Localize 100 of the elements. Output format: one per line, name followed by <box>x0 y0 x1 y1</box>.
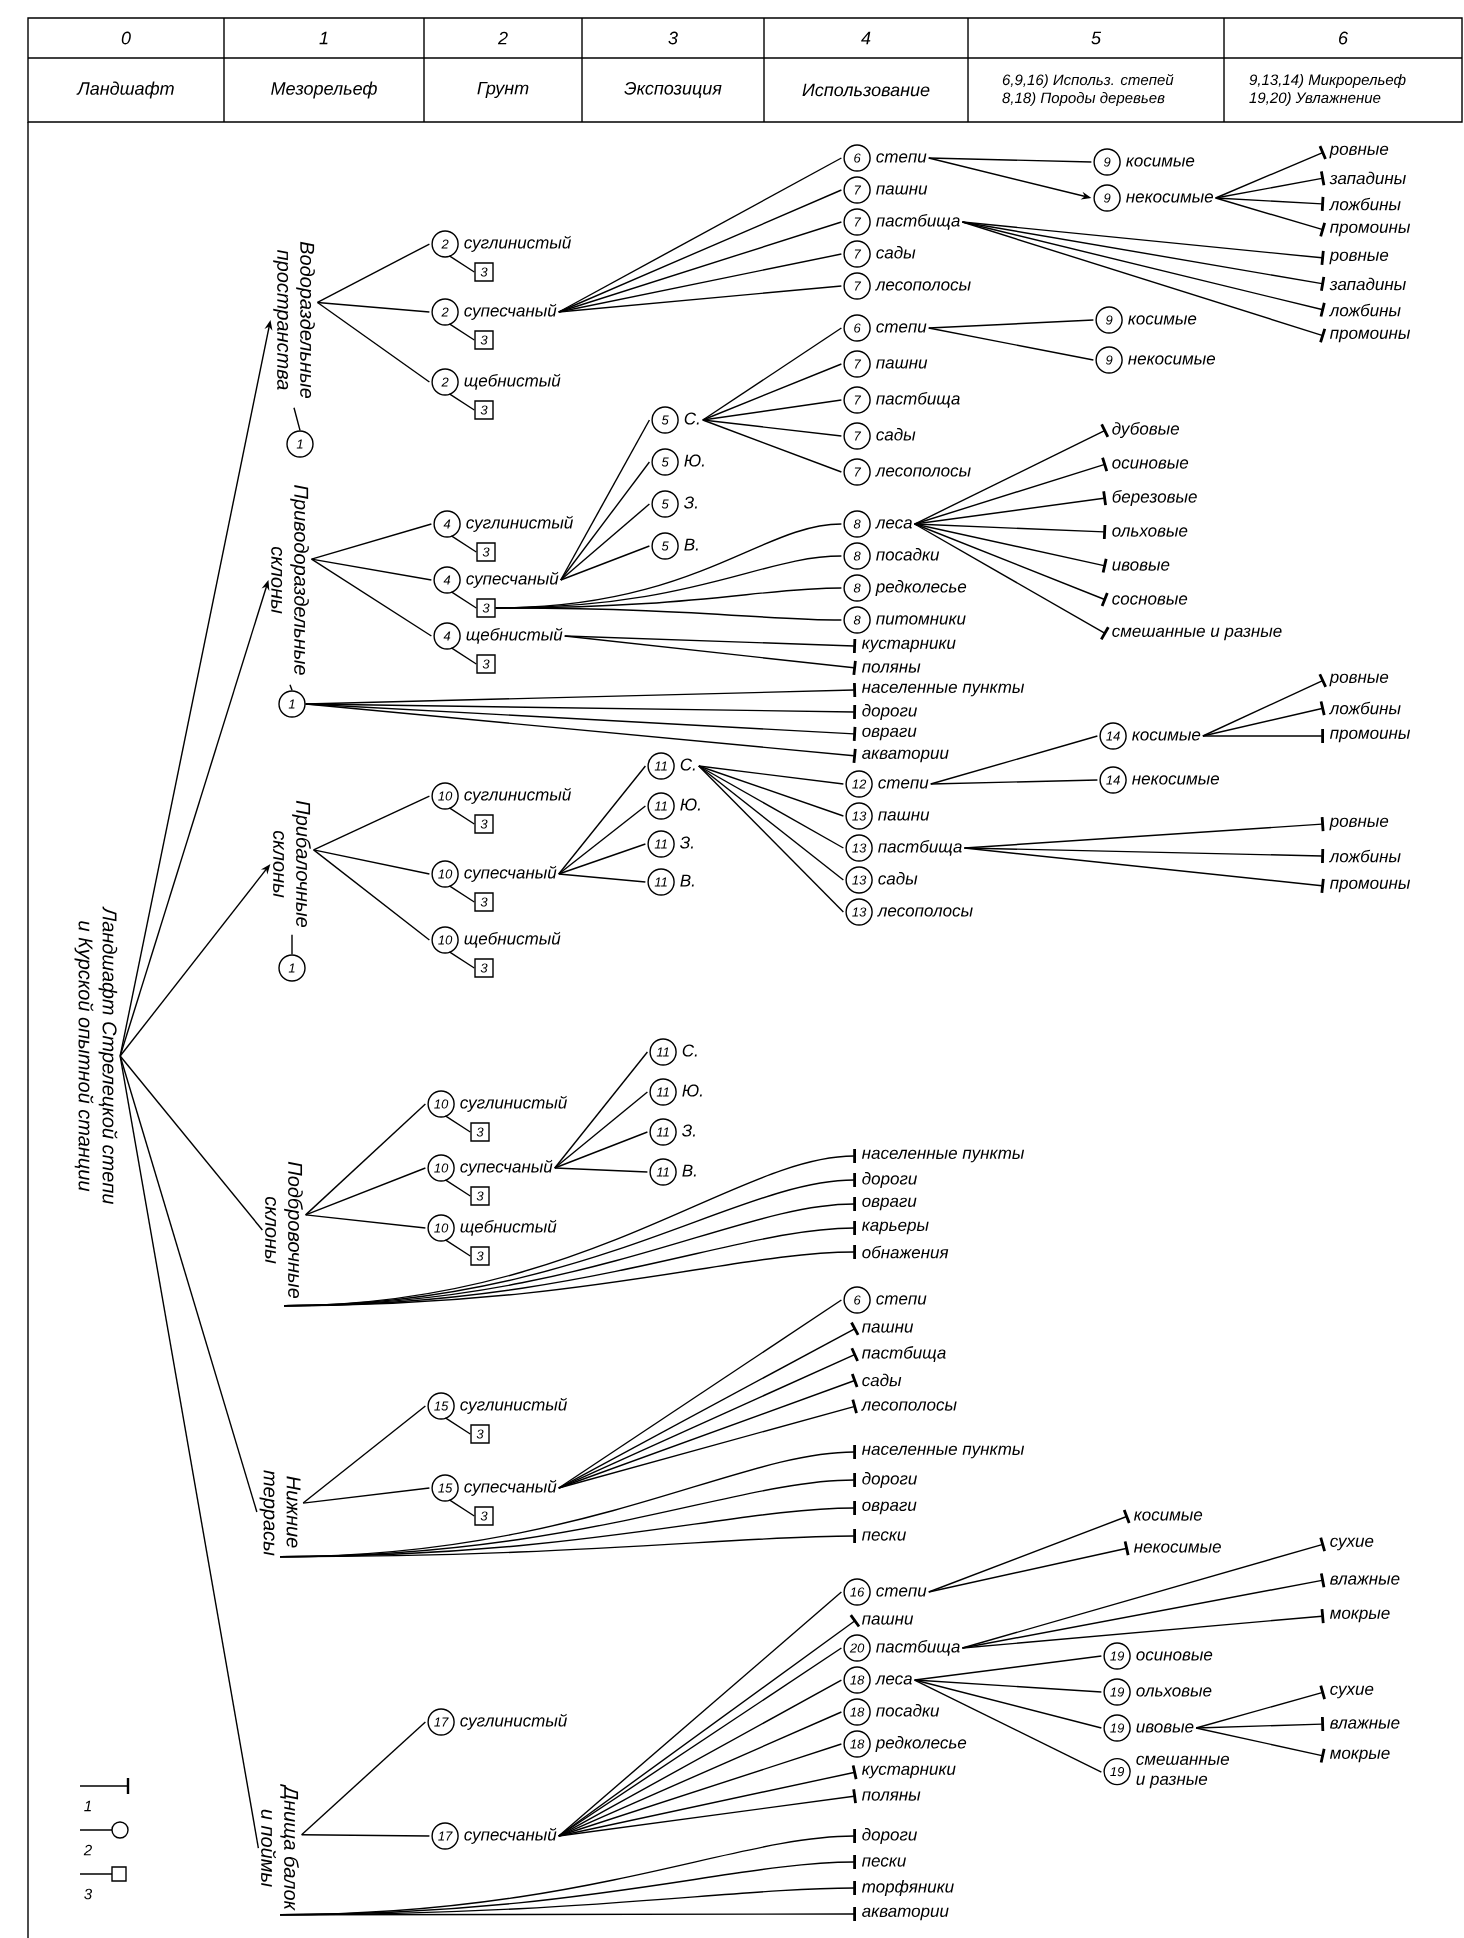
category-label: пашни <box>878 811 930 821</box>
category-label: смешанные и разные <box>1112 627 1282 641</box>
landform-label: Прибалочные склоны <box>273 800 311 928</box>
branch-line <box>450 535 477 553</box>
category-label: пески <box>862 1531 906 1541</box>
bar-ended-line <box>961 221 1326 317</box>
category-label: лесополосы <box>877 907 973 917</box>
bar-ended-line <box>1202 729 1324 743</box>
branch-line <box>554 1091 649 1169</box>
category-label: супесчаный <box>466 571 559 588</box>
bar-ended-line <box>961 221 1326 291</box>
bar-ended-line <box>961 1609 1325 1649</box>
category-label: сосновые <box>1112 595 1188 605</box>
branch-line <box>312 849 431 875</box>
branch-line <box>304 1214 427 1229</box>
branch-line <box>913 1679 1103 1773</box>
category-label: некосимые <box>1134 1543 1221 1553</box>
column-heading: Мезорельеф <box>271 81 377 99</box>
category-label: западины <box>1329 277 1406 291</box>
bar-ended-line <box>913 523 1107 539</box>
category-label: дороги <box>862 1828 917 1844</box>
bar-ended-line <box>564 635 857 675</box>
category-label: степи <box>876 1295 927 1305</box>
category-label: овраги <box>862 727 917 741</box>
branch-line <box>316 301 431 383</box>
category-label: пастбища <box>878 839 962 856</box>
bar-ended-line <box>961 221 1325 265</box>
category-label: леса <box>875 1675 913 1685</box>
category-label: населенные пункты <box>862 683 1025 697</box>
category-label: осиновые <box>1112 459 1189 469</box>
branch-line <box>698 765 845 785</box>
category-label: пашни <box>862 1323 914 1333</box>
category-label: сухие <box>1330 1685 1374 1699</box>
bar-ended-line <box>305 703 857 719</box>
branch-line <box>558 157 843 313</box>
branch-line <box>560 461 651 581</box>
category-label: С. <box>680 758 695 771</box>
category-label: некосимые <box>1128 355 1215 365</box>
branch-line <box>558 285 843 313</box>
bar-ended-line <box>558 1765 858 1837</box>
branch-line <box>558 805 647 875</box>
category-label: промоины <box>1330 329 1411 343</box>
bar-ended-line <box>279 1907 856 1921</box>
column-number: 6 <box>1339 31 1348 45</box>
branch-line <box>444 1179 471 1197</box>
category-label: З. <box>681 1124 695 1137</box>
bar-ended-line <box>558 1347 859 1489</box>
branch-line <box>312 795 431 851</box>
category-label: ровные <box>1329 817 1389 831</box>
category-label: редколесье <box>875 1736 967 1752</box>
category-label: пастбища <box>876 213 960 230</box>
category-label: смешанные и разные <box>1136 1755 1229 1789</box>
category-label: супесчаный <box>464 865 557 882</box>
branch-line <box>558 1679 843 1837</box>
landform-label: Днища балок и поймы <box>261 1784 299 1911</box>
column-heading: Грунт <box>477 81 529 99</box>
branch-line <box>698 765 845 913</box>
branch-line <box>913 1655 1103 1681</box>
category-label: степи <box>876 1587 927 1597</box>
category-label: косимые <box>1128 315 1197 325</box>
landform-label: Подбровочные склоны <box>265 1161 303 1299</box>
category-label: степи <box>876 153 927 163</box>
bar-ended-line <box>283 1245 856 1307</box>
branch-line <box>558 843 647 875</box>
category-label: обнажения <box>862 1245 949 1259</box>
branch-line <box>702 419 843 473</box>
branch-line <box>928 327 1095 361</box>
bar-ended-line <box>928 1509 1131 1593</box>
category-label: косимые <box>1134 1511 1203 1521</box>
column-heading: Использование <box>802 83 930 97</box>
category-label: пашни <box>876 185 928 195</box>
bar-ended-line <box>913 491 1107 525</box>
category-label: дороги <box>862 704 917 720</box>
category-label: дороги <box>862 1472 917 1488</box>
branch-line <box>558 1743 843 1837</box>
branch-line <box>448 807 475 825</box>
bar-ended-line <box>963 847 1325 863</box>
bar-ended-line <box>279 1529 856 1558</box>
column-number: 3 <box>668 31 678 45</box>
landform-label: Нижние террасы <box>259 1470 301 1556</box>
bar-ended-line <box>913 523 1109 607</box>
branch-line <box>558 1299 843 1489</box>
category-label: акватории <box>862 749 949 763</box>
bar-ended-line <box>961 1537 1326 1649</box>
branch-line <box>558 253 843 313</box>
category-label: сады <box>862 1373 902 1387</box>
category-label: сады <box>878 872 918 885</box>
category-label: осиновые <box>1136 1651 1213 1661</box>
category-label: лесополосы <box>860 1401 957 1411</box>
category-label: ровные <box>1329 145 1389 159</box>
category-label: пашни <box>862 1615 914 1625</box>
branch-line <box>928 319 1095 329</box>
category-label: суглинистый <box>460 1095 567 1112</box>
branch-line <box>119 1055 264 1231</box>
bar-ended-line <box>928 1541 1130 1593</box>
category-label: Ю. <box>682 1084 702 1097</box>
category-label: овраги <box>862 1501 917 1515</box>
category-label: степи <box>878 779 929 789</box>
branch-line <box>444 1115 471 1133</box>
category-label: супесчаный <box>464 303 557 320</box>
